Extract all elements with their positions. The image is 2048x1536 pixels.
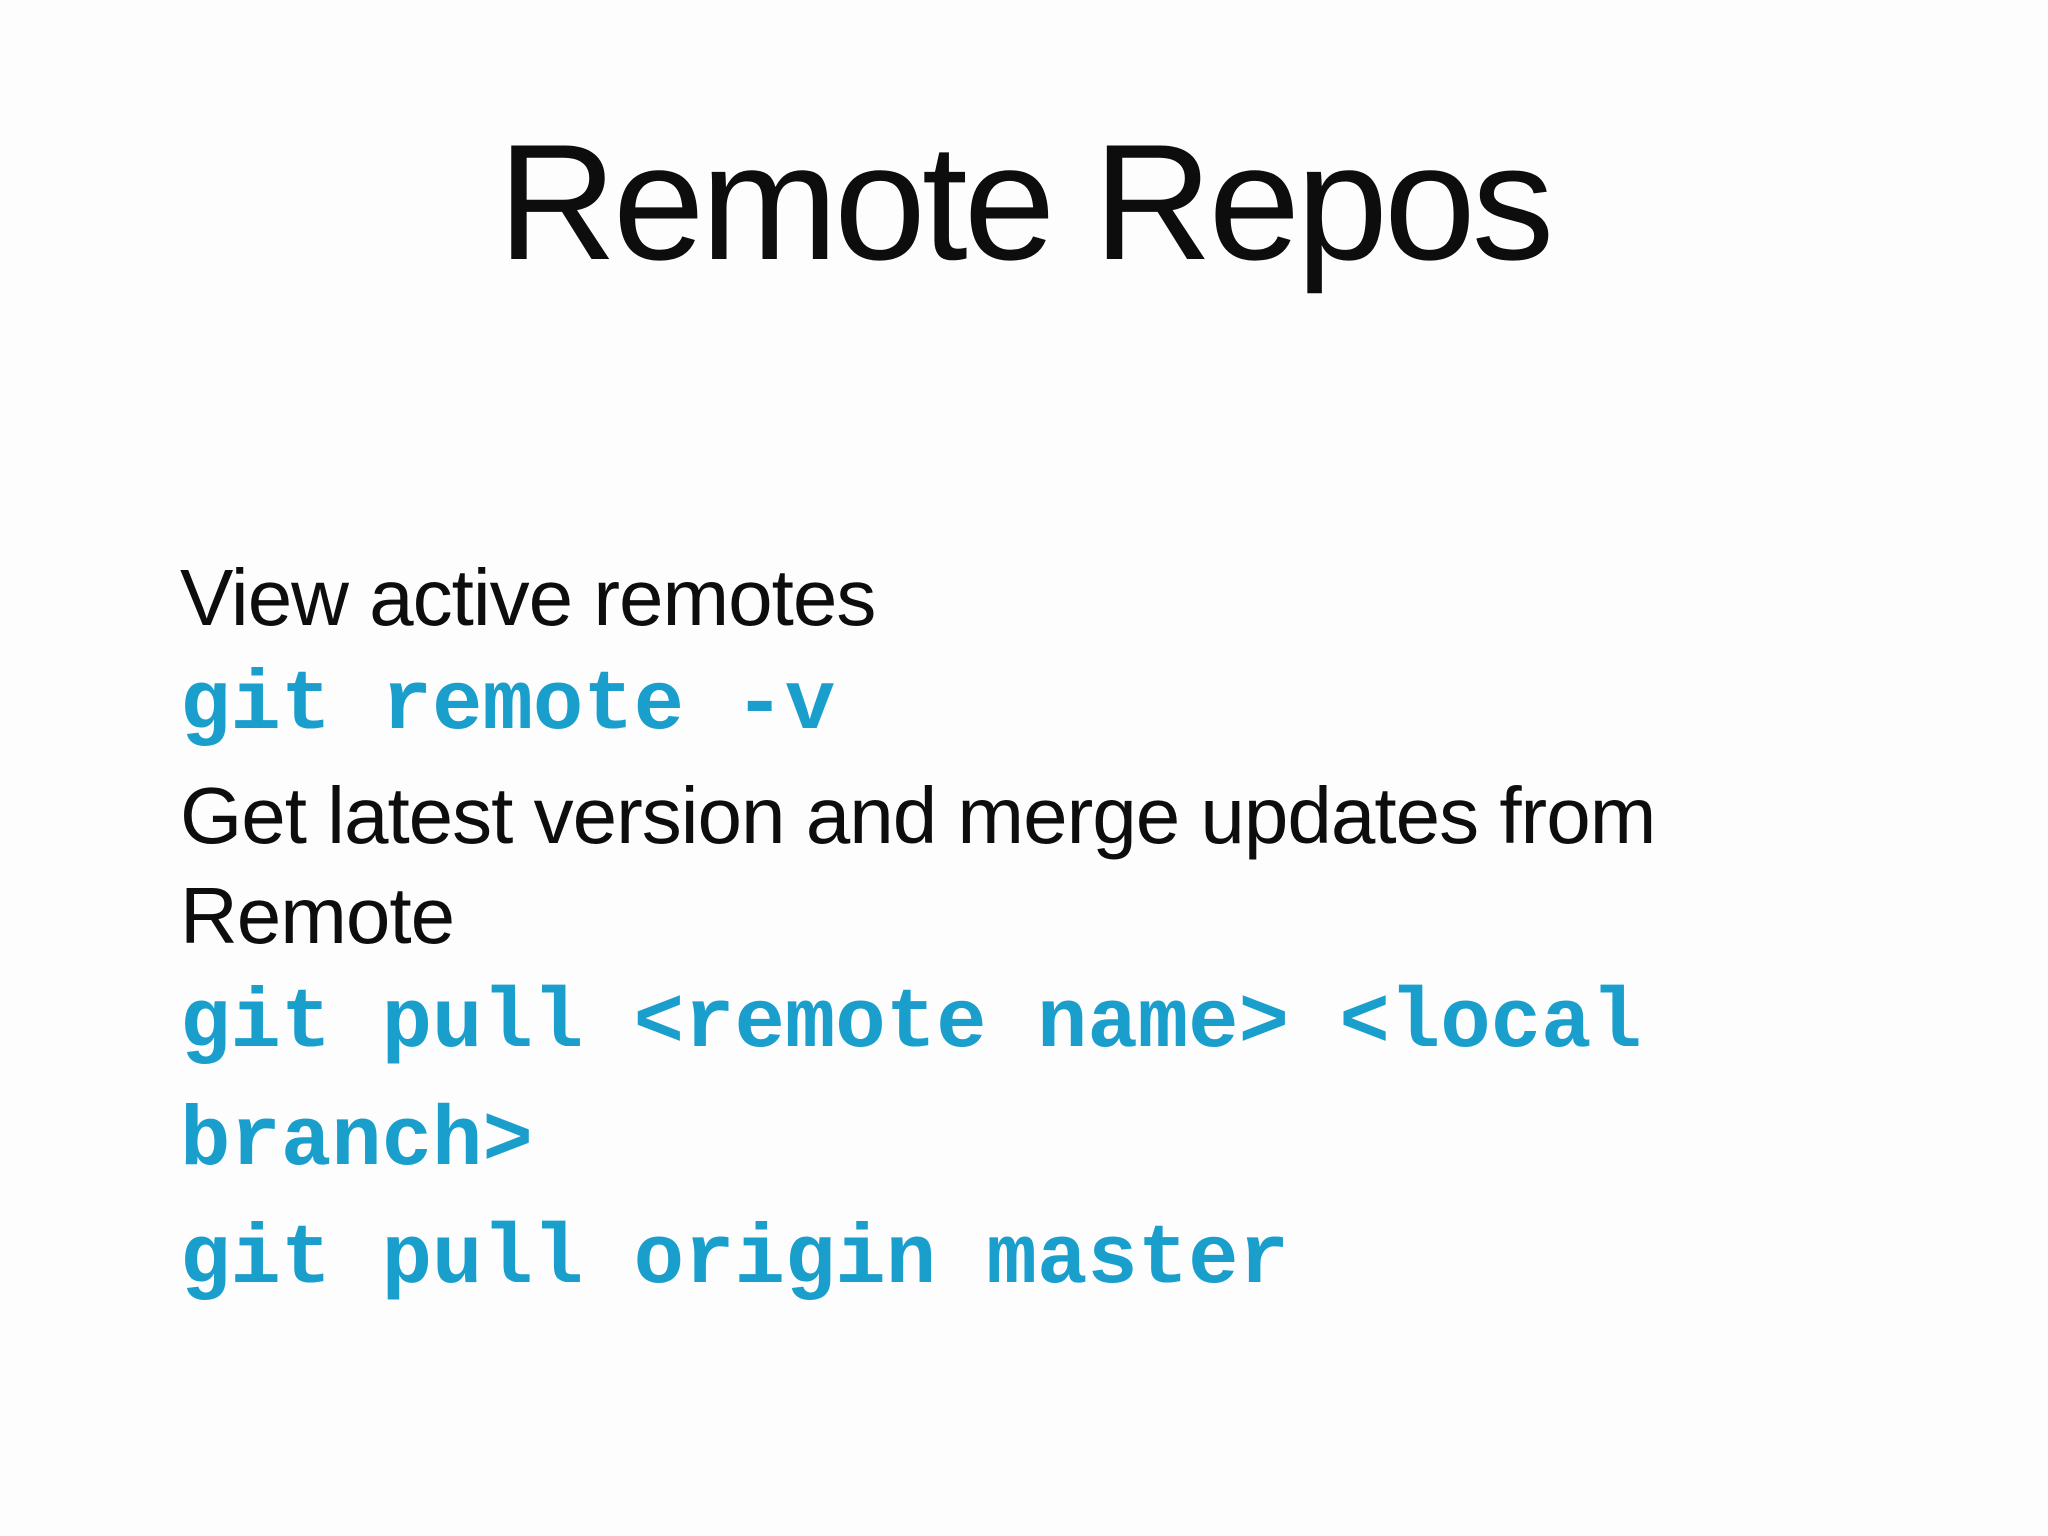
code-line-git-pull-origin-master: git pull origin master <box>180 1213 1289 1308</box>
slide-title: Remote Repos <box>497 110 1555 294</box>
code-line-git-pull-template: git pull <remote name> <local branch> <box>180 977 1693 1190</box>
code-line-git-remote-v: git remote -v <box>180 659 836 754</box>
text-line-get-latest-version: Get latest version and merge updates fro… <box>180 771 1677 960</box>
slide-body: View active remotes git remote -v Get la… <box>180 548 1880 1320</box>
text-line-view-active-remotes: View active remotes <box>180 553 876 642</box>
